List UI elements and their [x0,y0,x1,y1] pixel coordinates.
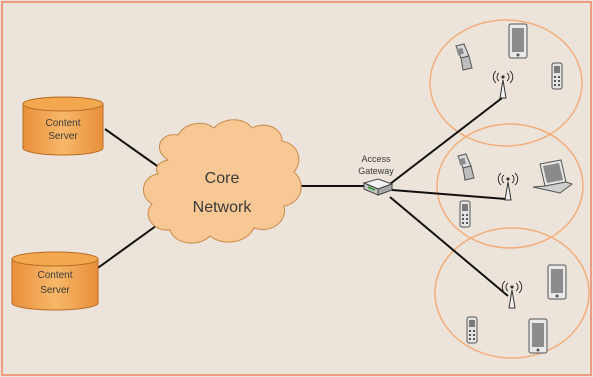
tablet-icon [547,264,567,300]
access-gateway: Access Gateway [358,154,394,196]
gateway-label-line1: Access [361,154,391,164]
core-network-label-line1: Core [205,170,240,187]
tablet-icon [528,318,548,354]
cloud-icon [143,119,302,244]
network-links [94,97,509,297]
router-icon [362,178,394,196]
server-1-label-line1: Content [45,118,80,129]
content-server-2: Content Server [11,251,99,311]
link-gateway-tower-top [389,97,503,185]
server-1-label-line2: Server [48,131,78,142]
content-server-1: Content Server [22,96,104,156]
cell-coverage-ring-top [429,19,583,147]
link-server2-core [94,222,161,271]
core-network-cloud: Core Network [143,119,302,244]
server-2-label-line1: Content [37,270,72,281]
database-icon [22,96,104,156]
feature-phone-icon [459,200,471,228]
database-icon [11,251,99,311]
link-gateway-tower-bottom [389,196,509,297]
server-2-label-line2: Server [40,285,70,296]
cell-coverage-ring-bottom [434,227,590,359]
laptop-icon [532,159,574,194]
feature-phone-icon [466,316,478,344]
feature-phone-icon [551,62,563,90]
cell-coverage-ring-middle [436,123,584,249]
tablet-icon [508,23,528,59]
link-server1-core [104,128,161,169]
link-gateway-tower-middle [391,189,507,200]
core-network-label-line2: Network [193,199,253,216]
gateway-label-line2: Gateway [358,166,394,176]
cell-middle [457,153,574,228]
